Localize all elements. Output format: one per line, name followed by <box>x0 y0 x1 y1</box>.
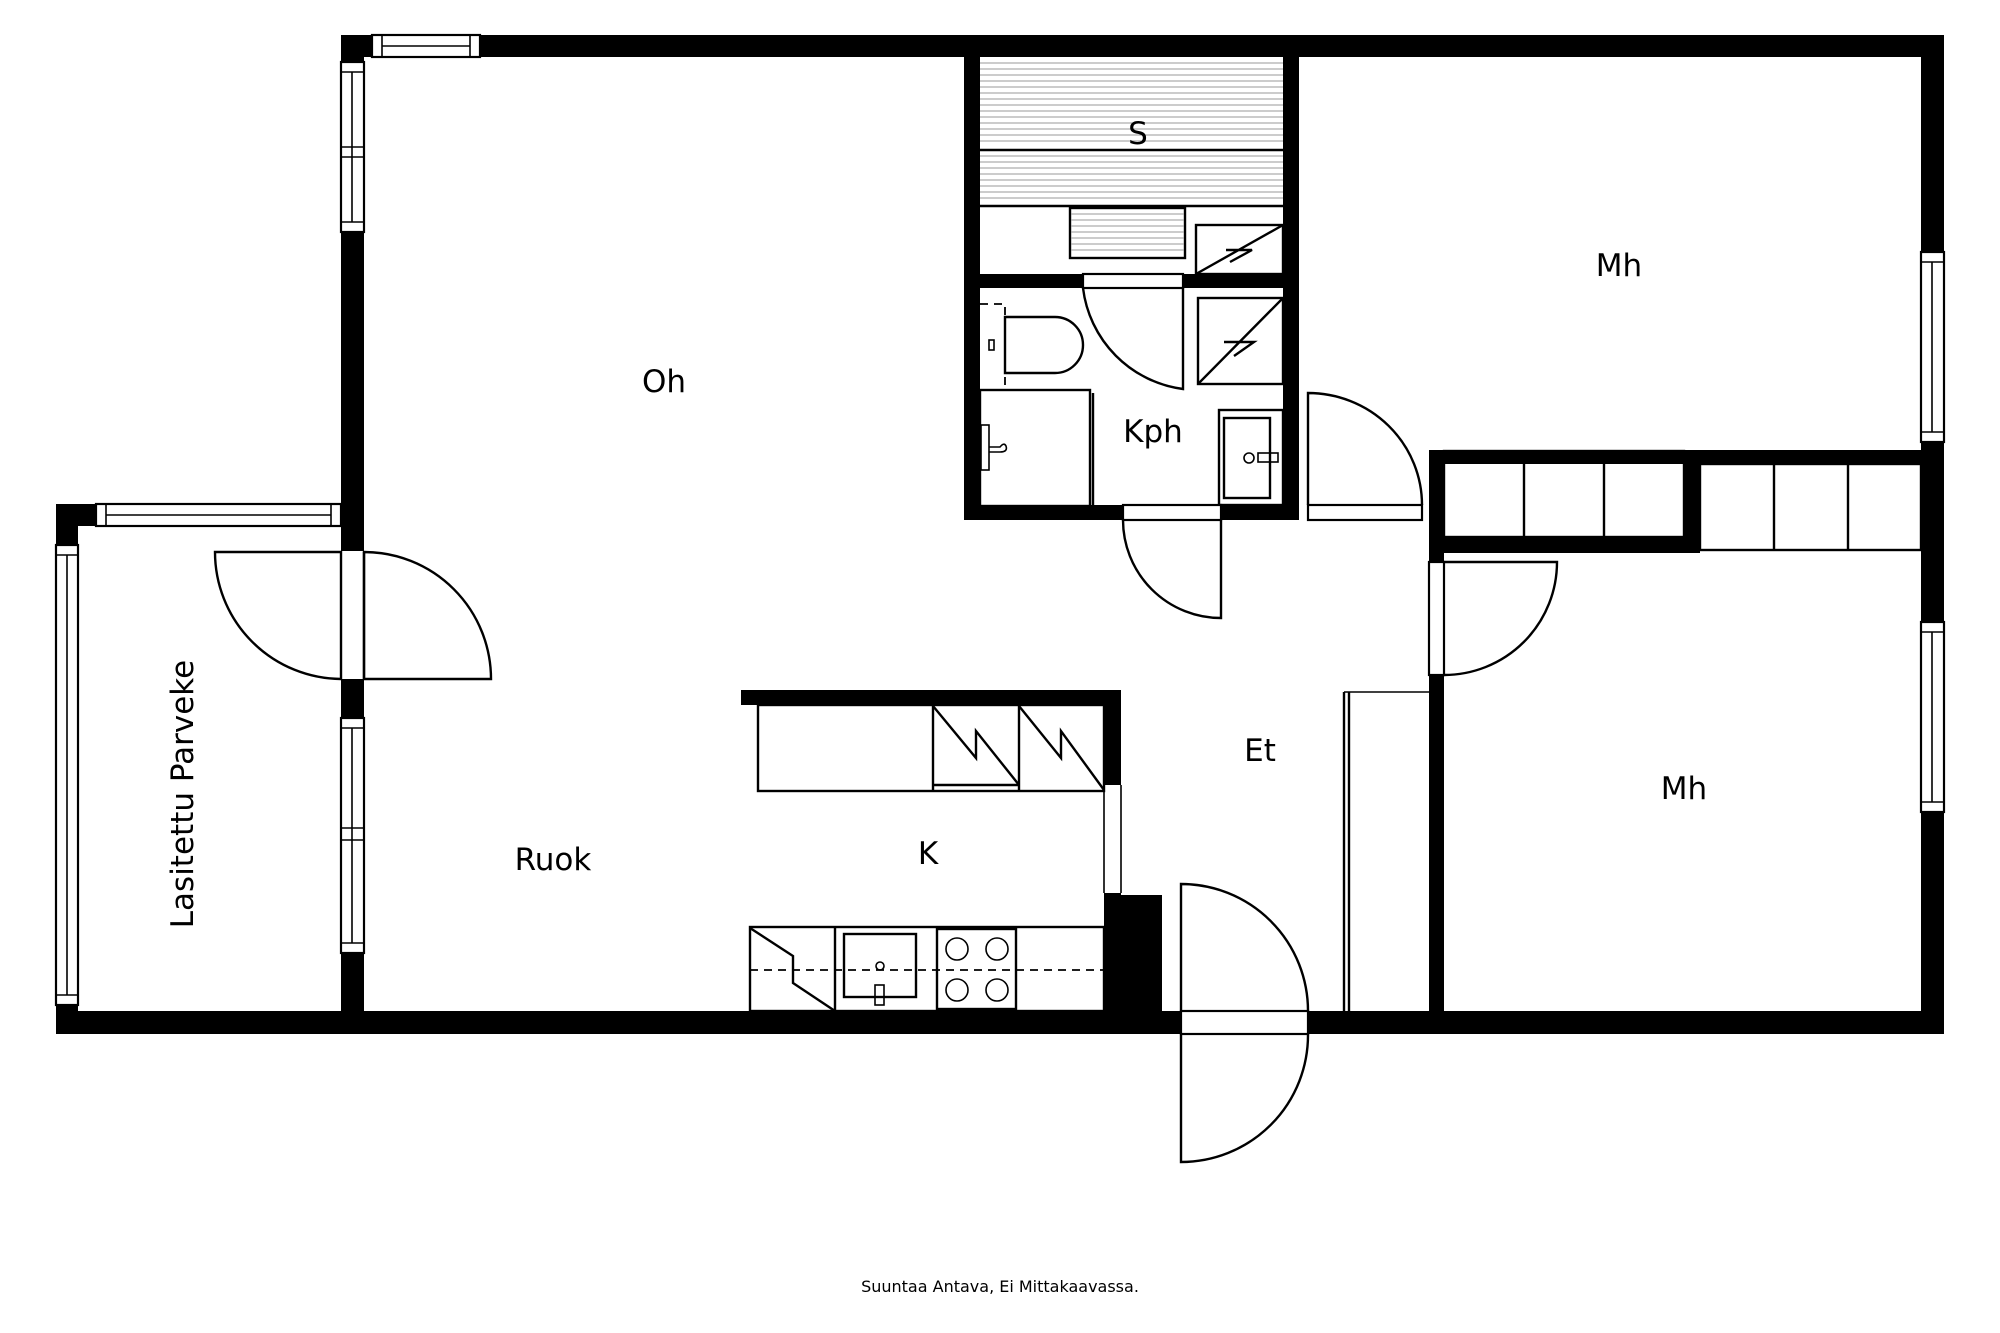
room-label-et: Et <box>1244 733 1276 769</box>
wet-rooms <box>964 35 1299 620</box>
sauna-benches <box>980 62 1285 276</box>
bathroom-fixtures <box>978 287 1285 508</box>
room-label-k: K <box>918 836 939 872</box>
entrance <box>1179 691 1429 1164</box>
room-label-ruok: Ruok <box>515 842 592 878</box>
room-label-mh-upper: Mh <box>1596 248 1642 284</box>
entrance-door-inner <box>1179 882 1310 1012</box>
windows <box>54 33 1946 1007</box>
kitchen <box>741 690 1162 1034</box>
room-label-parveke: Lasitettu Parveke <box>165 660 201 928</box>
scale-disclaimer: Suuntaa Antava, Ei Mittakaavassa. <box>861 1277 1139 1296</box>
bedroom-walls <box>1306 391 1944 1034</box>
room-label-mh-lower: Mh <box>1661 771 1707 807</box>
room-label-sauna: S <box>1128 116 1148 152</box>
outer-walls <box>56 35 1944 1034</box>
room-label-kph: Kph <box>1123 414 1183 450</box>
room-label-oh: Oh <box>642 364 686 400</box>
balcony-door-inner <box>362 550 493 681</box>
entrance-door-outer <box>1179 1033 1310 1164</box>
balcony-door-outer <box>213 550 342 681</box>
